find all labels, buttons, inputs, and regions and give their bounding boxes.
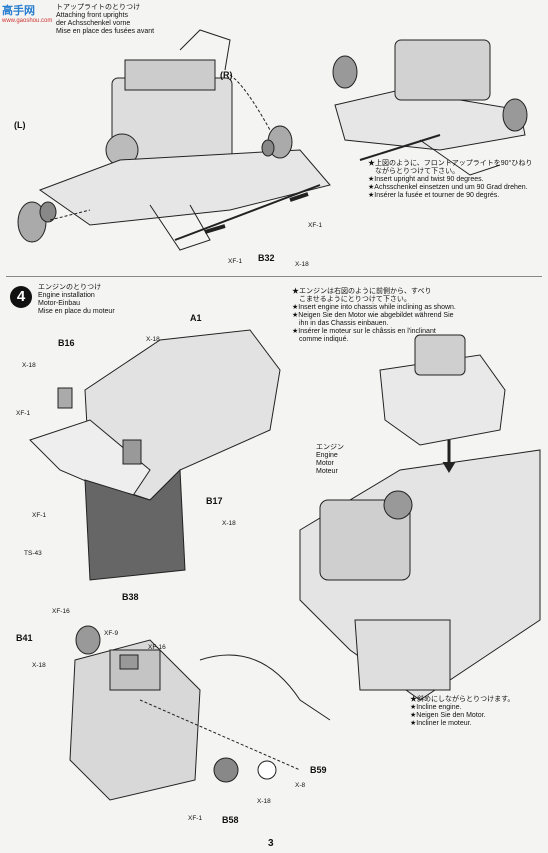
step4-part-b38: B38 bbox=[122, 592, 139, 602]
engine-label-en: Engine bbox=[316, 452, 338, 459]
step3-title-block: トアップライトのとりつけ Attaching front uprights de… bbox=[56, 4, 154, 36]
step4-note: ★Neigen Sie den Motor. bbox=[410, 712, 486, 719]
step4-part-x18: X-18 bbox=[257, 798, 271, 805]
step3-title-de: der Achsschenkel vorne bbox=[56, 20, 131, 27]
step4-note: こませるようにとりつけて下さい。 bbox=[292, 296, 411, 303]
step4-part-x18: X-18 bbox=[222, 520, 236, 527]
step4-part-b41: B41 bbox=[16, 633, 33, 643]
step3-notes: ★上図のように、フロントアップライトを90°ひねり ながらとりつけて下さい。 ★… bbox=[368, 160, 532, 200]
step3-part-x18: X-18 bbox=[295, 261, 309, 268]
step4-part-b58: B58 bbox=[222, 815, 239, 825]
step4-part-xf1: XF-1 bbox=[16, 410, 31, 417]
step4-note: ★Incliner le moteur. bbox=[410, 720, 472, 727]
step3-note: ★Insert upright and twist 90 degrees. bbox=[368, 176, 484, 183]
step4-part-xf1: XF-1 bbox=[32, 512, 47, 519]
step3-note: ながらとりつけて下さい。 bbox=[368, 168, 460, 175]
step3-note: ★Insérer la fusée et tourner de 90 degré… bbox=[368, 192, 500, 199]
step4-part-x18: X-18 bbox=[22, 362, 36, 369]
step4-part-b16: B16 bbox=[58, 338, 75, 348]
step4-number-badge: 4 bbox=[10, 286, 32, 308]
step4-notes-top: ★エンジンは右図のように前側から、すべり こませるようにとりつけて下さい。 ★I… bbox=[292, 288, 456, 344]
engine-label-jp: エンジン bbox=[316, 444, 344, 451]
step4-title-de: Motor-Einbau bbox=[38, 300, 81, 307]
step4-part-b59: B59 bbox=[310, 765, 327, 775]
step4-title-en: Engine installation bbox=[38, 292, 95, 299]
step3-note: ★Achsschenkel einsetzen und um 90 Grad d… bbox=[368, 184, 528, 191]
step3-label-right: (R) bbox=[220, 70, 233, 80]
step4-note: ★エンジンは右図のように前側から、すべり bbox=[292, 288, 432, 295]
step4-note: ★Neigen Sie den Motor wie abgebildet wäh… bbox=[292, 312, 454, 319]
step3-title-fr: Mise en place des fusées avant bbox=[56, 28, 155, 35]
step4-part-x18: X-18 bbox=[146, 336, 160, 343]
step4-note: comme indiqué. bbox=[292, 336, 349, 343]
step4-engine-label: エンジン Engine Motor Moteur bbox=[316, 444, 344, 476]
step3-part-xf1-left: XF-1 bbox=[228, 258, 243, 265]
step4-part-x18: X-18 bbox=[32, 662, 46, 669]
step4-part-xf1: XF-1 bbox=[188, 815, 203, 822]
step4-note: ★斜めにしながらとりつけます。 bbox=[410, 696, 515, 703]
engine-label-fr: Moteur bbox=[316, 468, 338, 475]
step3-title-en: Attaching front uprights bbox=[56, 12, 128, 19]
watermark-logo-sub: www.gaoshou.com bbox=[2, 18, 53, 24]
watermark-logo-text: 高手网 bbox=[2, 5, 35, 17]
step3-title-jp: トアップライトのとりつけ bbox=[56, 4, 141, 11]
step4-notes-bottom: ★斜めにしながらとりつけます。 ★Incline engine. ★Neigen… bbox=[410, 696, 514, 728]
step4-part-xf16: XF-16 bbox=[148, 644, 166, 651]
page-number: 3 bbox=[268, 838, 274, 849]
step3-label-left: (L) bbox=[14, 120, 26, 130]
section-divider bbox=[6, 276, 542, 277]
step3-part-xf1-right: XF-1 bbox=[308, 222, 323, 229]
step4-part-xf9: XF-9 bbox=[104, 630, 119, 637]
watermark-logo: 高手网 www.gaoshou.com bbox=[2, 2, 52, 24]
step4-note: ★Insérer le moteur sur le châssis en l'i… bbox=[292, 328, 436, 335]
step4-part-x8: X-8 bbox=[295, 782, 306, 789]
step4-note: ihn in das Chassis einbauen. bbox=[292, 320, 389, 327]
step4-part-a1: A1 bbox=[190, 313, 202, 323]
step4-part-ts43: TS-43 bbox=[24, 550, 42, 557]
step4-title-block: エンジンのとりつけ Engine installation Motor-Einb… bbox=[38, 284, 115, 316]
step4-part-xf16: XF-16 bbox=[52, 608, 70, 615]
step4-part-b17: B17 bbox=[206, 496, 223, 506]
step4-title-jp: エンジンのとりつけ bbox=[38, 284, 102, 291]
step4-title-fr: Mise en place du moteur bbox=[38, 308, 115, 315]
engine-label-de: Motor bbox=[316, 460, 334, 467]
step3-part-b32: B32 bbox=[258, 253, 275, 263]
step4-note: ★Insert engine into chassis while inclin… bbox=[292, 304, 456, 311]
step4-note: ★Incline engine. bbox=[410, 704, 462, 711]
step3-note: ★上図のように、フロントアップライトを90°ひねり bbox=[368, 160, 533, 167]
